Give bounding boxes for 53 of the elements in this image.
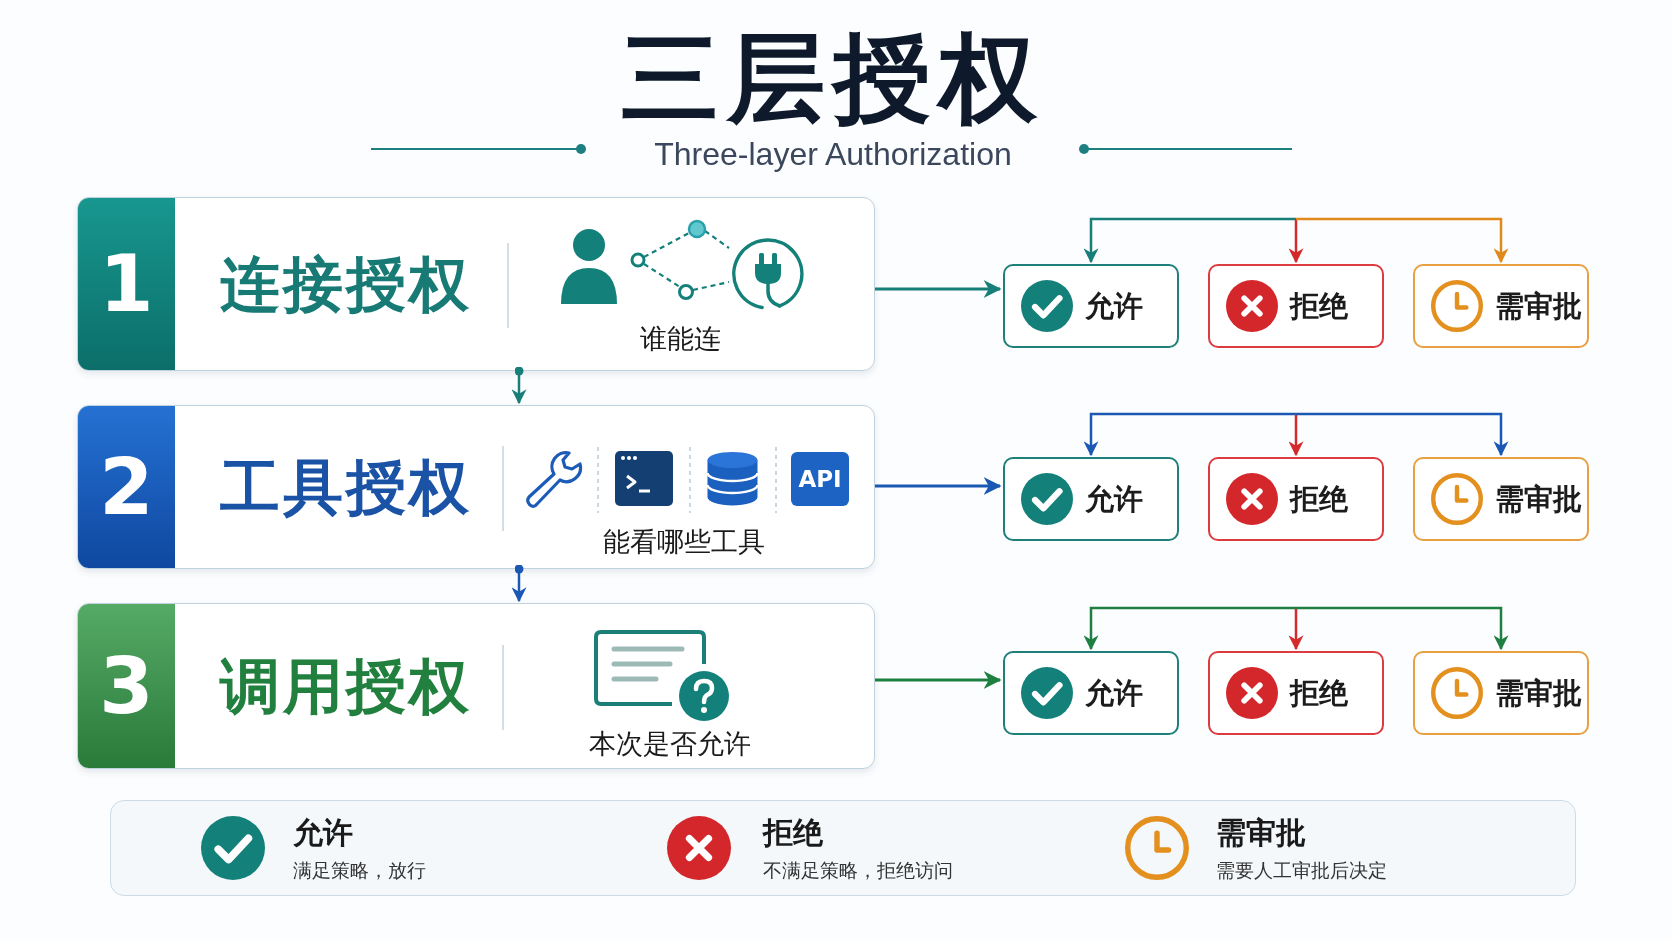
outcome-label: 需审批: [1495, 675, 1582, 711]
outcome-label: 允许: [1085, 288, 1143, 324]
outcome-label: 拒绝: [1290, 288, 1348, 324]
arrow: [1288, 219, 1304, 264]
layer-title: 调用授权: [220, 649, 472, 723]
legend-description: 不满足策略，拒绝访问: [763, 858, 953, 882]
layer-title: 工具授权: [220, 450, 472, 524]
number-tab: 1: [78, 198, 175, 370]
outcome-box: [1413, 457, 1589, 541]
title: 三层授权: [621, 20, 1045, 136]
icon-caption: 本次是否允许: [589, 728, 751, 760]
legend-label: 拒绝: [763, 815, 823, 851]
arrow: [1083, 606, 1296, 651]
outcome-label: 允许: [1085, 481, 1143, 517]
number-tab: 2: [78, 406, 175, 568]
outcome-box: [1003, 651, 1179, 735]
layer-title: 连接授权: [220, 247, 472, 321]
arrow: [875, 280, 1002, 298]
number-tab: 3: [78, 604, 175, 768]
arrow: [875, 477, 1002, 495]
outcome-label: 允许: [1085, 675, 1143, 711]
legend-label: 需审批: [1216, 815, 1306, 851]
icon-caption: 能看哪些工具: [603, 526, 765, 558]
outcome-box: [1208, 651, 1384, 735]
outcome-box: [1208, 457, 1384, 541]
icon-caption: 谁能连: [639, 323, 721, 355]
legend-label: 允许: [293, 815, 353, 851]
arrow: [1083, 217, 1296, 264]
outcome-box: [1003, 264, 1179, 348]
layer-card: [77, 603, 875, 769]
arrow: [1083, 412, 1296, 457]
subtitle: Three-layer Authorization: [654, 135, 1012, 174]
outcome-box: [1413, 651, 1589, 735]
arrow: [1296, 217, 1509, 264]
arrow: [1296, 606, 1509, 651]
outcome-label: 拒绝: [1290, 481, 1348, 517]
arrow: [875, 671, 1002, 689]
layer-card: [77, 405, 875, 569]
legend-description: 需要人工审批后决定: [1216, 858, 1387, 882]
outcome-box: [1413, 264, 1589, 348]
api-tag: API: [791, 452, 849, 506]
outcome-box: [1003, 457, 1179, 541]
layer-card: [77, 197, 875, 371]
outcome-box: [1208, 264, 1384, 348]
legend-description: 满足策略，放行: [293, 858, 426, 882]
arrow: [1288, 608, 1304, 651]
arrow: [1296, 412, 1509, 457]
outcome-label: 需审批: [1495, 288, 1582, 324]
outcome-label: 需审批: [1495, 481, 1582, 517]
arrow: [1288, 414, 1304, 457]
arrow: [511, 366, 527, 405]
arrow: [511, 564, 527, 603]
outcome-label: 拒绝: [1290, 675, 1348, 711]
